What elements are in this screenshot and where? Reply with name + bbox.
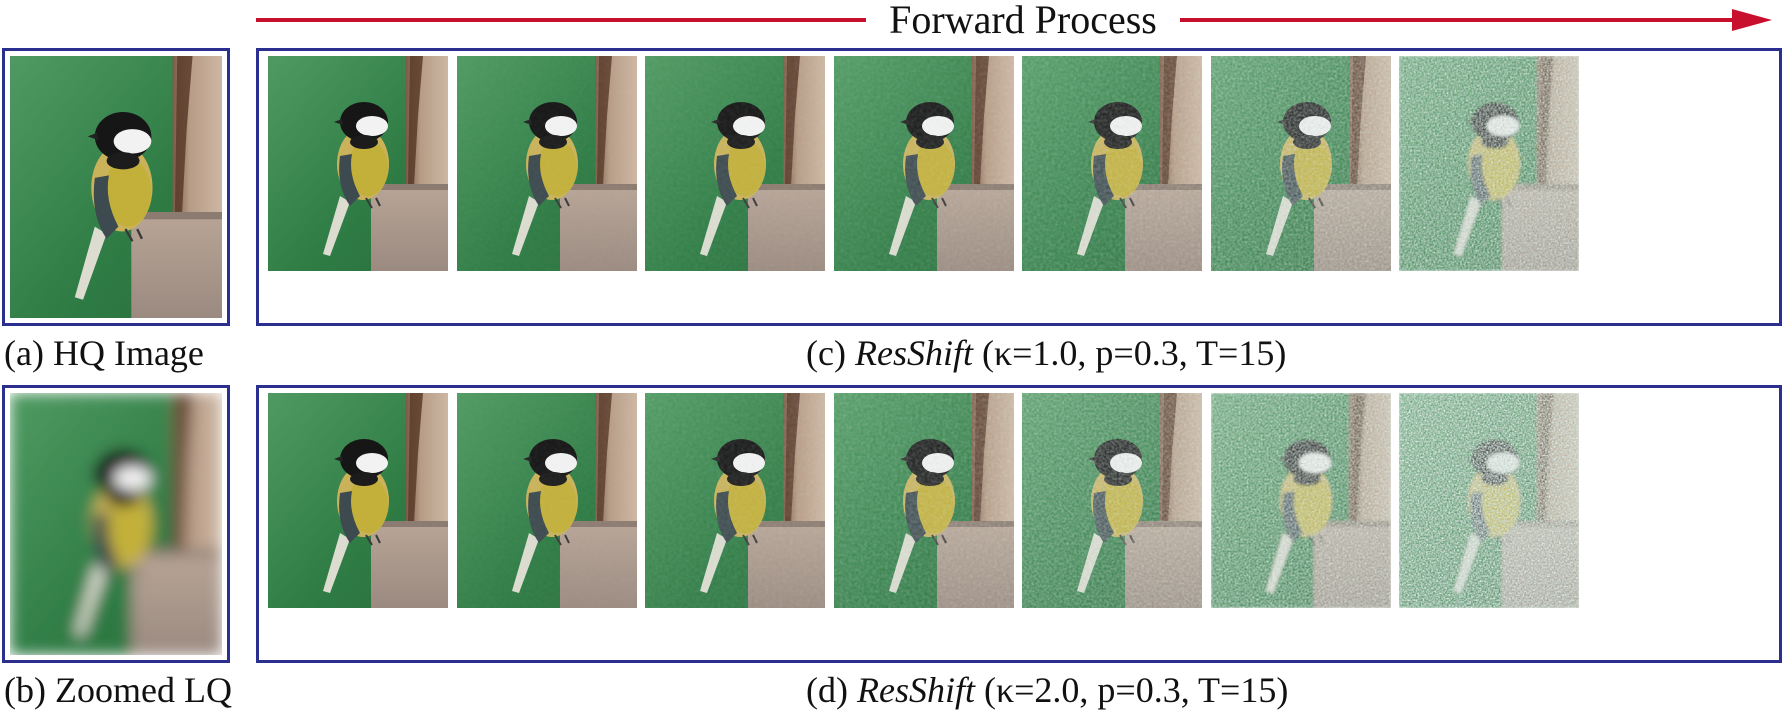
row-c-step-5-image — [1022, 56, 1202, 271]
caption-row-c-prefix: (c) — [806, 333, 855, 373]
row-d-step-5-image — [1022, 393, 1202, 608]
row-d-step-1-image — [268, 393, 448, 608]
row-d-step-3-image — [645, 393, 825, 608]
hq-image-frame — [2, 48, 230, 326]
row-c-step-1-image — [268, 56, 448, 271]
row-d-step-7-image — [1399, 393, 1579, 608]
caption-hq-image: (a) HQ Image — [4, 333, 204, 373]
row-d-frame — [256, 385, 1782, 663]
hq-image — [10, 56, 222, 318]
caption-row-d: (d) ResShift (κ=2.0, p=0.3, T=15) — [806, 670, 1288, 710]
row-c-step-4-image — [834, 56, 1014, 271]
caption-row-d-method: ResShift — [856, 670, 975, 710]
row-c-frame — [256, 48, 1782, 326]
lq-image-frame — [2, 385, 230, 663]
forward-process-label: Forward Process — [889, 0, 1157, 42]
zoomed-lq-image — [10, 393, 222, 655]
caption-row-c-method: ResShift — [854, 333, 973, 373]
row-d-step-4-image — [834, 393, 1014, 608]
caption-row-c: (c) ResShift (κ=1.0, p=0.3, T=15) — [806, 333, 1286, 373]
caption-row-c-params: (κ=1.0, p=0.3, T=15) — [972, 333, 1287, 373]
row-d-step-6-image — [1211, 393, 1391, 608]
caption-zoomed-lq: (b) Zoomed LQ — [4, 670, 232, 710]
row-c-step-3-image — [645, 56, 825, 271]
caption-row-d-prefix: (d) — [806, 670, 857, 710]
forward-arrow-head — [1732, 9, 1772, 31]
row-c-step-7-image — [1399, 56, 1579, 271]
row-c-step-2-image — [457, 56, 637, 271]
forward-arrow-line-left — [256, 18, 866, 22]
caption-row-d-params: (κ=2.0, p=0.3, T=15) — [974, 670, 1289, 710]
row-d-step-2-image — [457, 393, 637, 608]
forward-arrow-line-right — [1180, 18, 1740, 22]
row-c-step-6-image — [1211, 56, 1391, 271]
